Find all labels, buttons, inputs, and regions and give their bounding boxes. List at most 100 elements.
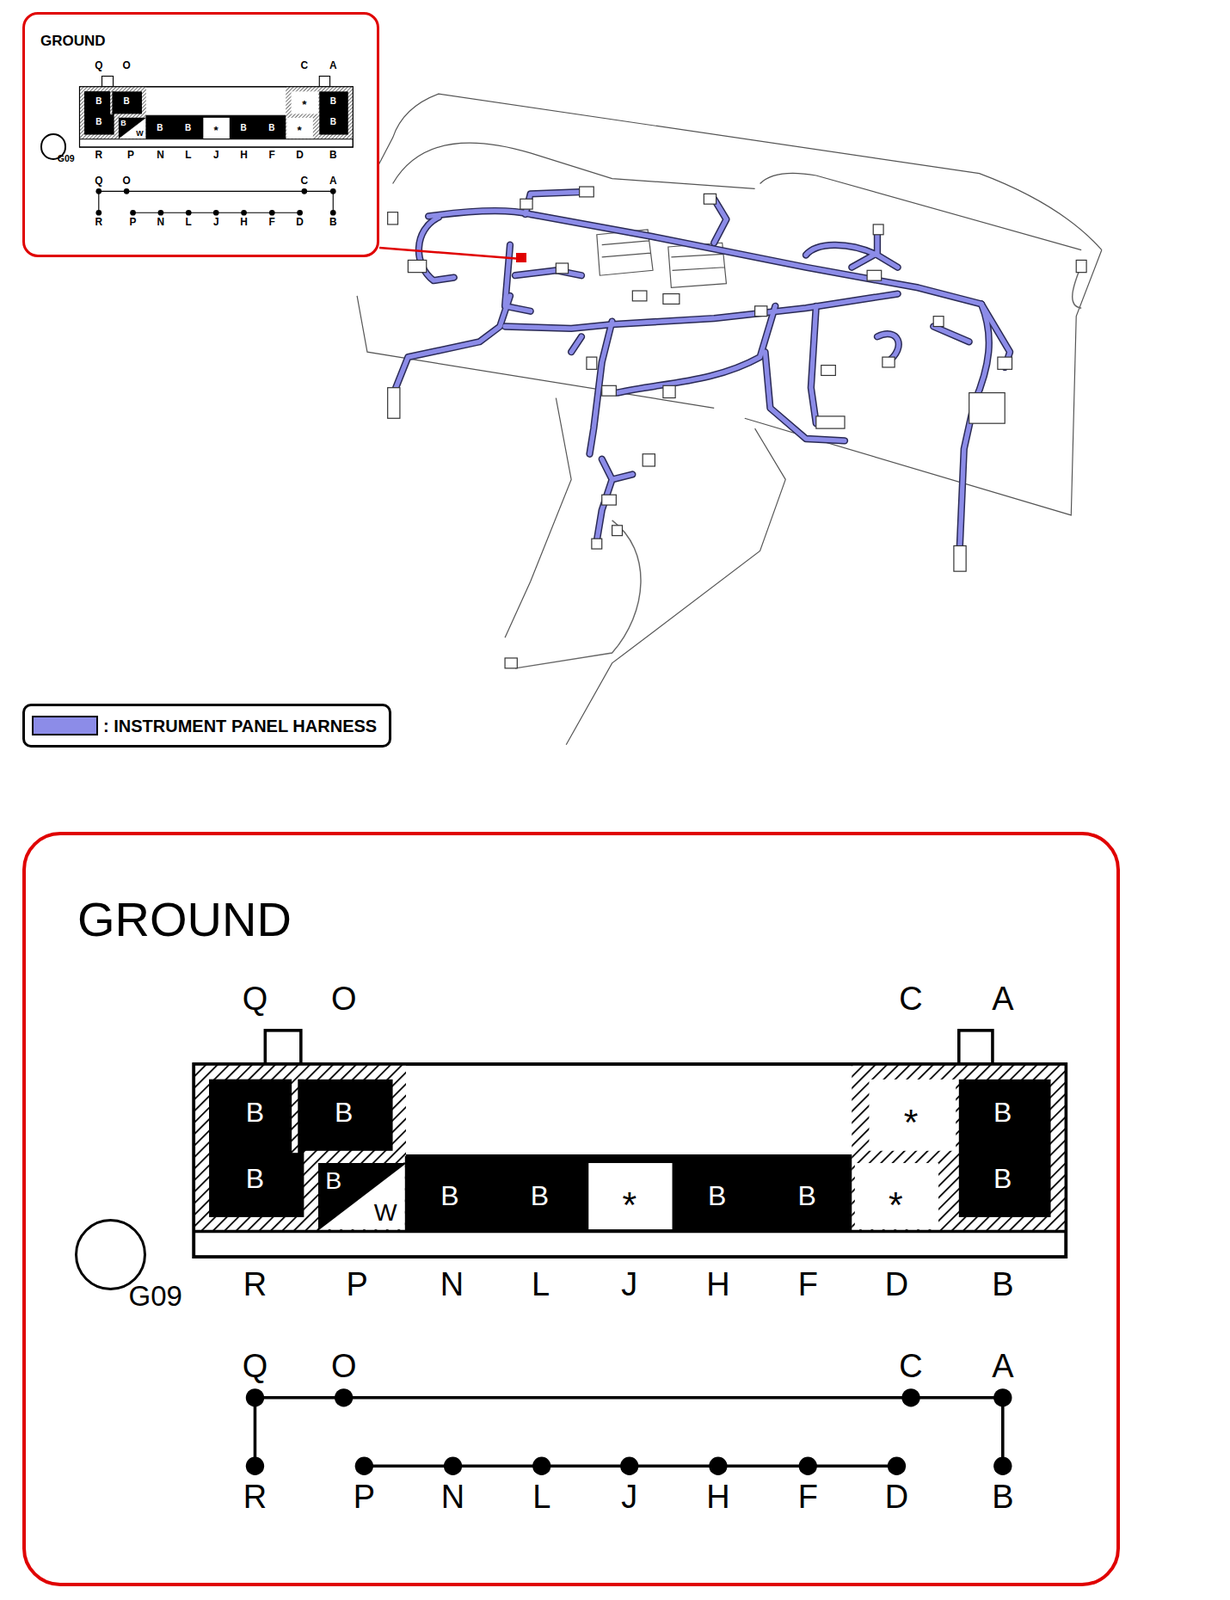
pin-name: Q (94, 176, 103, 187)
cavity-wire-color: B (123, 97, 130, 106)
callout-ground (22, 831, 1120, 1587)
connector-cavity (318, 1162, 406, 1230)
pin-name: R (243, 1481, 267, 1514)
connector-line (79, 138, 354, 140)
cavity-wire-color: B (330, 97, 337, 106)
drawing-part (760, 172, 1083, 250)
connector-line (98, 190, 333, 192)
pin-name: D (885, 1481, 909, 1514)
drawing-part (882, 356, 895, 368)
pin-name: Q (242, 983, 269, 1016)
connector-cavity (84, 91, 115, 135)
pin-name: B (991, 1268, 1014, 1302)
drawing-part (591, 538, 603, 549)
pin-name: C (301, 176, 309, 187)
junction-dot (269, 209, 276, 216)
cavity-wire-color: B (95, 117, 102, 127)
junction-dot (213, 209, 220, 216)
drawing-part (407, 259, 426, 272)
cavity-wire-color: B (440, 1181, 459, 1210)
drawing-part (504, 398, 572, 639)
drawing-part (969, 393, 1006, 425)
cavity-wire-color: * (214, 124, 219, 136)
junction-dot (993, 1388, 1012, 1407)
pin-name: L (184, 151, 191, 162)
drawing-part (663, 294, 680, 305)
pin-name: A (329, 61, 338, 72)
cavity-wire-color: * (888, 1186, 904, 1224)
connector-line (254, 1396, 1003, 1400)
cavity-wire-color: * (297, 124, 302, 136)
drawing-part (387, 212, 399, 225)
junction-dot (443, 1457, 462, 1476)
cavity-wire-color: B (993, 1098, 1012, 1126)
cavity-wire-color: B (334, 1098, 353, 1126)
drawing-part (867, 270, 882, 281)
connector-cavity (79, 86, 147, 140)
harness-outline (395, 191, 1010, 566)
pin-name: N (157, 217, 166, 228)
junction-dot (246, 1457, 265, 1476)
drawing-part (356, 295, 714, 408)
cavity-wire-color: B (156, 123, 163, 133)
pin-name: P (129, 217, 137, 228)
pin-name: J (621, 1481, 638, 1514)
connector-cavity (285, 86, 353, 140)
pin-name: A (991, 1350, 1014, 1384)
pin-name: B (329, 151, 338, 162)
connector-cavity (193, 1063, 406, 1232)
connector-line (332, 190, 334, 213)
connector-line (98, 190, 99, 213)
junction-dot (95, 188, 102, 195)
connector-line (146, 115, 286, 117)
connector-cavity (79, 86, 354, 148)
wire (515, 520, 641, 669)
cavity-wire-color: B (240, 123, 247, 133)
connector-cavity (851, 1063, 1066, 1232)
pin-name: H (239, 151, 248, 162)
connector-body (193, 1063, 1066, 1257)
pin-name: O (123, 176, 131, 187)
connector-cavity (202, 117, 229, 139)
drawing-part (602, 494, 617, 505)
cavity-wire-color: * (621, 1186, 637, 1224)
junction-dot (901, 1388, 920, 1407)
connector-line (193, 1230, 1066, 1234)
pin-name: J (621, 1268, 638, 1302)
drawing-part (586, 356, 597, 369)
drawing-part (1076, 259, 1087, 272)
callout-ground (22, 12, 380, 258)
connector-code-circle: G09 (74, 1218, 147, 1291)
pin-name: Q (94, 61, 103, 72)
callout-title: GROUND (77, 895, 292, 944)
junction-dot (158, 209, 165, 216)
junction-dot (123, 188, 130, 195)
pin-name: F (269, 217, 276, 228)
pin-name: C (898, 983, 923, 1016)
connector-cavity (286, 117, 313, 139)
junction-dot (799, 1457, 818, 1476)
connector-cavity (959, 1079, 1052, 1218)
cavity-wire-color: B (95, 97, 102, 106)
drawing-part (821, 365, 837, 376)
dashboard-illustration (331, 93, 1101, 745)
junction-dot (708, 1457, 727, 1476)
cavity-wire-color: B (530, 1181, 549, 1210)
connector-cavity (959, 1030, 993, 1064)
drawing-part (663, 385, 676, 398)
cavity-wire-color: W (374, 1199, 398, 1224)
cavity-wire-color: W (135, 129, 143, 137)
cavity-wire-color: B (330, 117, 337, 127)
connector-code: G09 (57, 153, 75, 164)
pin-name: H (706, 1481, 730, 1514)
drawing-part (642, 454, 655, 467)
connector-line (318, 1162, 406, 1230)
drawing-part (632, 290, 647, 302)
drawing-part (816, 416, 845, 429)
pin-name: R (95, 151, 104, 162)
cavity-wire-color: B (797, 1181, 816, 1210)
drawing-part (387, 387, 400, 419)
legend-box: : INSTRUMENT PANEL HARNESS (22, 703, 392, 748)
pin-name: P (127, 151, 135, 162)
